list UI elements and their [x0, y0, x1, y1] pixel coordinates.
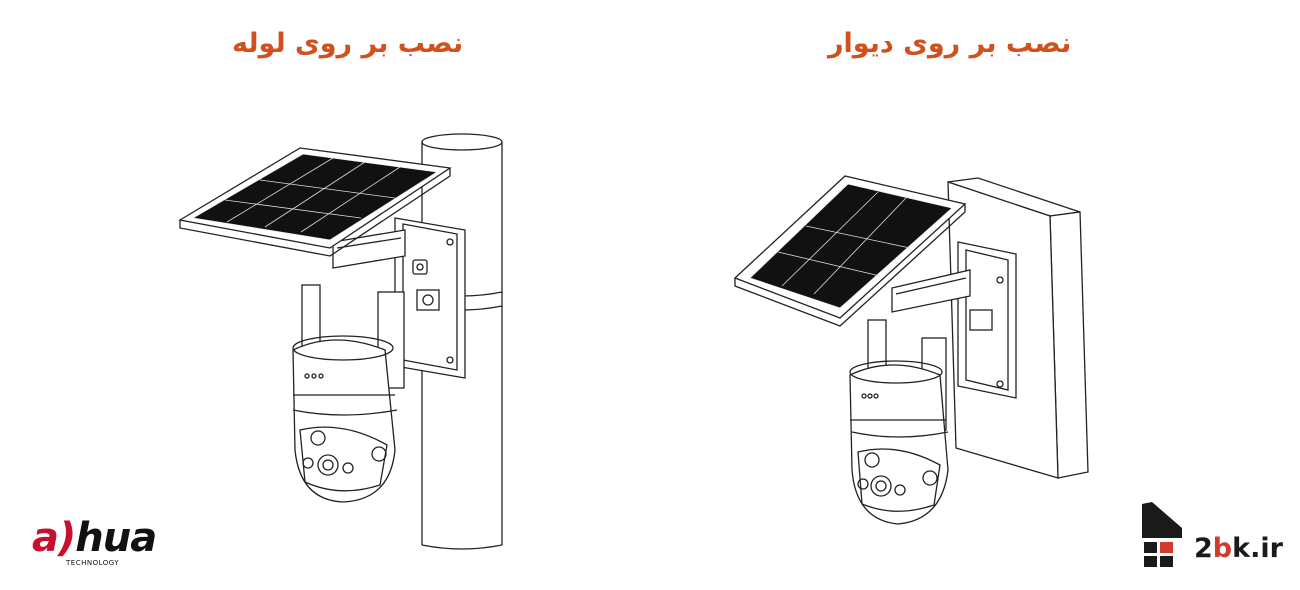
solar-panel-icon [733, 175, 967, 327]
mount-bracket [891, 241, 1017, 399]
mount-bracket [332, 217, 466, 379]
ptz-camera-icon [292, 284, 405, 503]
house-icon [1142, 502, 1182, 567]
pipe-mount-title: نصب بر روی لوله [232, 28, 464, 59]
dahua-rest: hua [75, 515, 157, 561]
wall-mount-illustration [733, 175, 1089, 525]
dahua-subtitle: TECHNOLOGY [66, 559, 120, 567]
pipe-icon [421, 133, 503, 550]
wall-mount-title: نصب بر روی دیوار [828, 28, 1072, 59]
site-name: 2bk.ir [1194, 533, 1283, 564]
solar-panel-icon [178, 147, 452, 257]
dahua-wordmark: a)hua [32, 515, 157, 561]
ptz-camera-icon [849, 319, 949, 525]
2bk-logo: 2bk.ir [1138, 498, 1283, 574]
dahua-logo: a)hua TECHNOLOGY [32, 518, 182, 576]
pipe-mount-illustration [178, 133, 503, 550]
dahua-accent: a) [32, 515, 76, 561]
